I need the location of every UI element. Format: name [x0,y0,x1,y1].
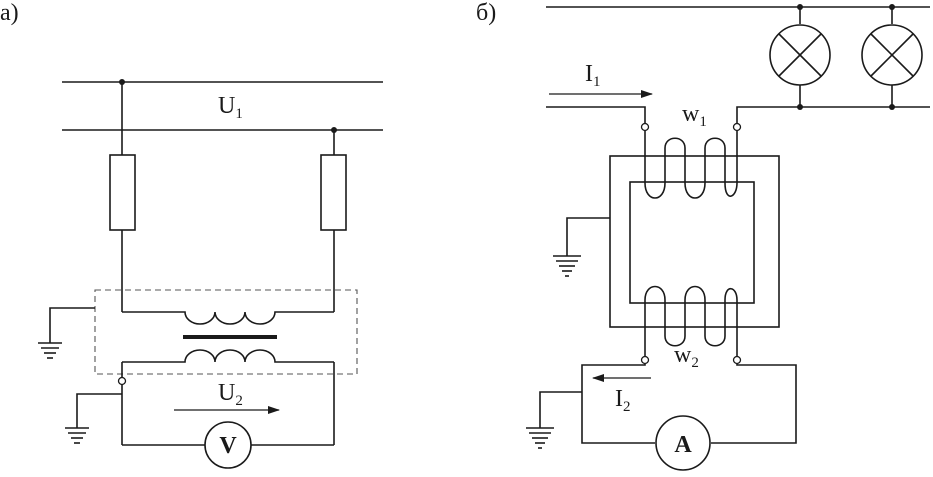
panel-label-a: а) [0,0,19,26]
ground-icon [553,255,581,277]
ground-lead [49,307,95,343]
ground-lead [539,391,582,428]
secondary-winding [122,349,334,363]
ground-lead [76,393,122,428]
voltmeter [204,421,252,469]
lamp-icon [769,24,831,86]
secondary-wire [581,364,655,444]
label-w2: w2 [674,342,699,371]
lamp-icon [861,24,923,86]
ground-lead [566,217,610,256]
diagram-b-current-transformer: б) I1 w1 [476,0,930,471]
label-w1: w1 [682,101,707,130]
primary-winding [122,311,334,325]
terminal [732,355,742,365]
primary-lead-out [736,106,930,127]
ground-icon [38,342,62,359]
label-i1: I1 [585,61,601,90]
transformer-core-outer [609,155,780,328]
label-u2: U2 [218,380,243,409]
terminal [640,122,650,132]
voltmeter-label: V [219,433,237,459]
diagram-a-voltage-transformer: а) U1 [0,0,383,469]
secondary-wire [711,364,797,444]
secondary-coil-w2 [644,285,738,347]
transformer-core-inner [629,181,755,304]
terminal [117,376,127,386]
ammeter-label: A [674,432,692,458]
label-u1: U1 [218,93,243,122]
primary-coil-w1 [644,137,738,199]
label-i2: I2 [615,386,631,415]
panel-label-b: б) [476,0,496,26]
transformer-housing [94,289,358,375]
fuse-right [320,154,347,231]
primary-lead-in [546,106,646,127]
ammeter [655,415,711,471]
terminal [732,122,742,132]
ground-icon [526,427,554,449]
fuse-left [109,154,136,231]
ground-icon [65,427,89,444]
terminal [640,355,650,365]
